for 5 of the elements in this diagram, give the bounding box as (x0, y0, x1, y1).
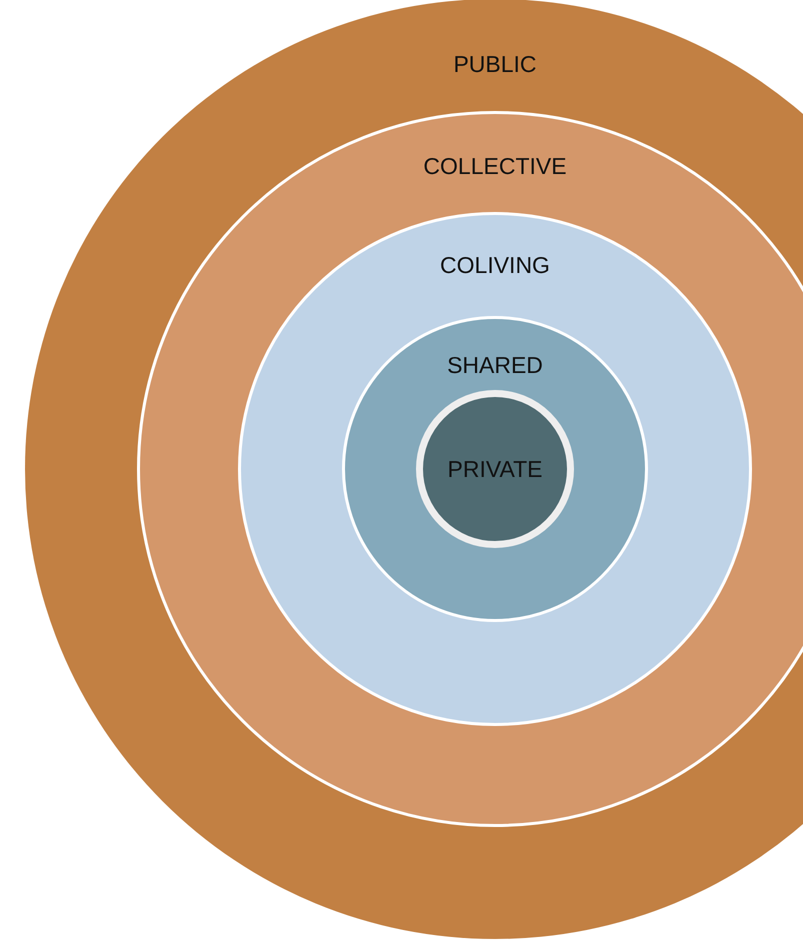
ring-label: COLLECTIVE (423, 153, 567, 179)
ring-label: SHARED (447, 352, 543, 378)
ring-label: PRIVATE (448, 456, 542, 482)
ring-label: PUBLIC (453, 51, 537, 77)
ring-label: COLIVING (440, 252, 550, 278)
